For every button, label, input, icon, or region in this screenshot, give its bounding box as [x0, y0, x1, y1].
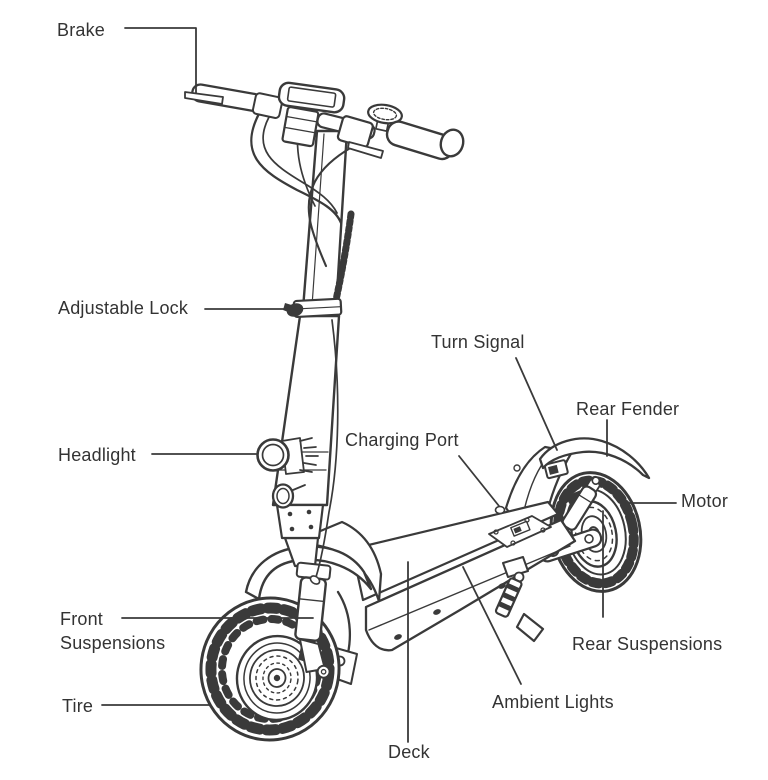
leader-brake [124, 27, 197, 94]
handlebar-assembly [184, 81, 465, 161]
adjustable-lock-part [283, 297, 343, 319]
charging-port-part [488, 505, 552, 548]
label-front-suspensions-line1: Front [60, 609, 104, 629]
rear-fender-part [538, 437, 651, 480]
front-wheel-part [199, 590, 358, 742]
kickstand-part [494, 556, 545, 643]
deck-part [350, 500, 577, 652]
label-tire: Tire [62, 696, 94, 716]
label-front-suspensions: Front Suspensions [60, 607, 165, 655]
leader-ambient-lights [462, 566, 522, 685]
label-rear-fender: Rear Fender [576, 399, 680, 419]
leader-charging-port [458, 455, 500, 507]
stem-head [281, 106, 320, 148]
label-deck: Deck [388, 742, 430, 762]
display-screen [277, 81, 346, 114]
label-turn-signal: Turn Signal [431, 332, 525, 352]
label-headlight: Headlight [58, 445, 136, 465]
label-adjustable-lock: Adjustable Lock [58, 298, 189, 318]
front-fender-part [244, 545, 373, 601]
brake-lever-left [184, 91, 224, 105]
bell [367, 103, 403, 132]
label-ambient-lights: Ambient Lights [492, 692, 614, 712]
leader-turn-signal [515, 357, 558, 451]
label-charging-port: Charging Port [345, 430, 459, 450]
front-suspension-part [283, 536, 332, 679]
scooter-illustration [184, 81, 651, 742]
headlight-part [256, 437, 319, 509]
label-front-suspensions-line2: Suspensions [60, 633, 166, 653]
brake-lever-right [347, 141, 384, 159]
label-motor: Motor [681, 491, 729, 511]
label-rear-suspensions: Rear Suspensions [572, 634, 723, 654]
label-brake: Brake [57, 20, 106, 40]
leader-lines [101, 27, 677, 743]
